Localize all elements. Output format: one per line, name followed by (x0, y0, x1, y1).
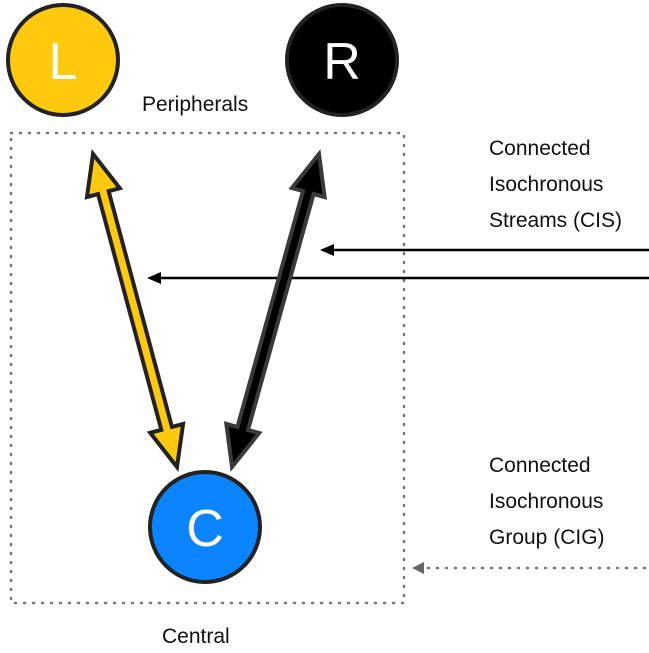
node-left-letter: L (49, 33, 78, 91)
label-cig-line-1: Connected (489, 454, 591, 477)
label-peripherals: Peripherals (142, 93, 248, 116)
stream-arrow-left-shape (84, 149, 186, 472)
node-right-letter: R (323, 33, 361, 91)
label-central: Central (162, 625, 230, 648)
label-cis-line-1: Connected (489, 137, 591, 160)
stream-arrow-right-shape (223, 149, 328, 472)
label-cis-line-2: Isochronous (489, 173, 603, 196)
label-cig-line-3: Group (CIG) (489, 526, 605, 549)
cig-pointer (412, 562, 647, 574)
cis-pointer-left-stream (147, 272, 649, 284)
stream-arrow-right (223, 149, 328, 472)
stream-arrow-left (84, 149, 186, 472)
node-center: C (148, 470, 262, 584)
node-right-circle (285, 3, 399, 117)
node-left: L (6, 3, 120, 117)
node-right: R (285, 3, 399, 117)
cis-pointer-right-stream (320, 244, 649, 256)
node-left-circle (6, 3, 120, 117)
node-center-letter: C (186, 500, 224, 558)
node-center-circle (148, 470, 262, 584)
label-cis-line-3: Streams (CIS) (489, 209, 622, 232)
label-cig-line-2: Isochronous (489, 490, 603, 513)
